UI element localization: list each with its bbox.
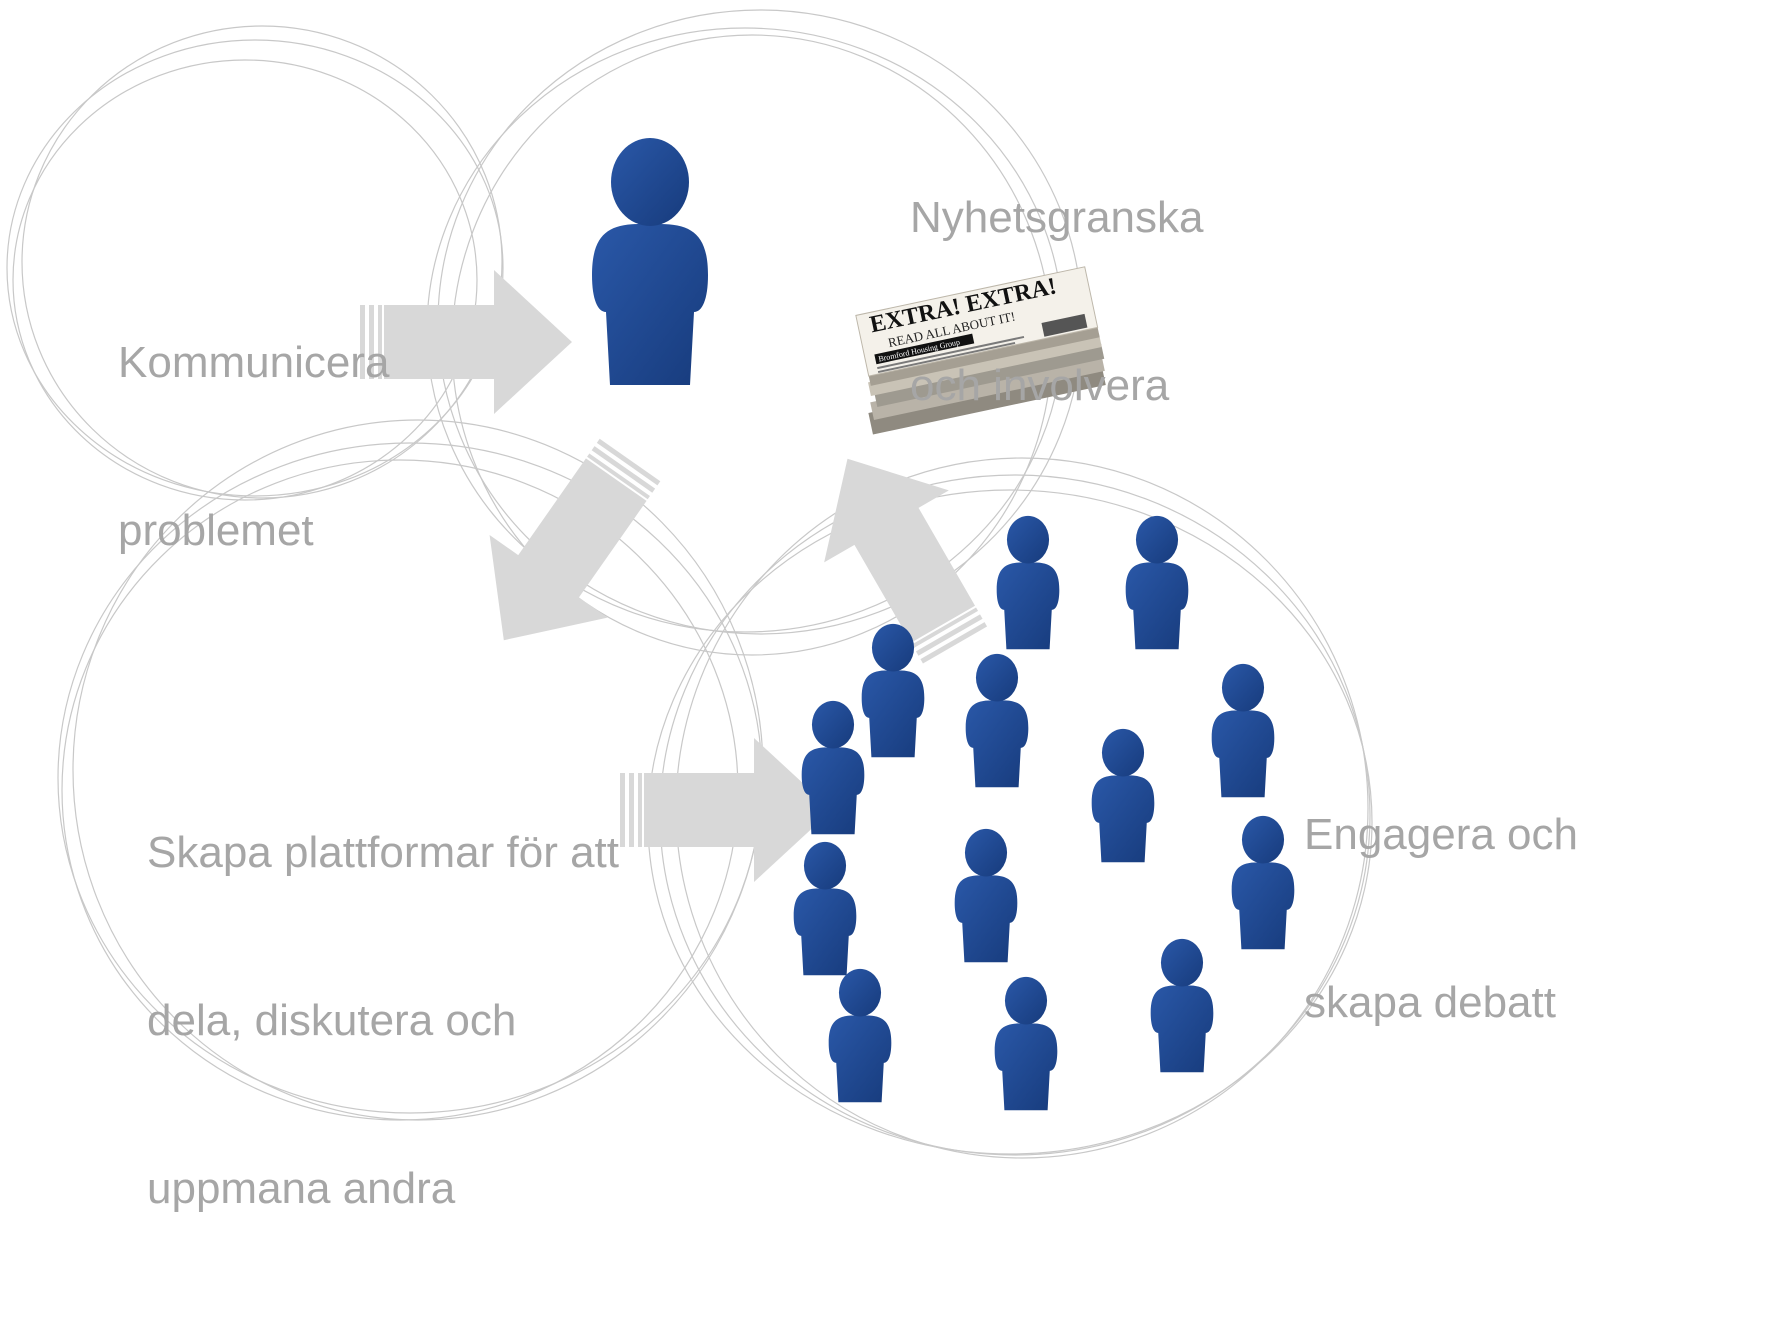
label-nyhetsgranska-line-1: Nyhetsgranska (910, 193, 1204, 242)
crowd-person-icon (965, 653, 1029, 788)
person-icon (592, 138, 708, 385)
crowd-person-icon (1150, 938, 1214, 1073)
crowd-person-icon (793, 841, 857, 976)
label-skapa: Skapa plattformar för att dela, diskuter… (147, 713, 619, 1326)
arrow-to-nyhetsgranska-up (824, 458, 988, 664)
arrow-to-nyhetsgranska (360, 270, 572, 414)
crowd-person-icon (1231, 815, 1295, 950)
crowd-person-icon (996, 515, 1060, 650)
crowd-person-icon (1091, 728, 1155, 863)
arrow-layer (360, 270, 988, 882)
crowd-person-icon (828, 968, 892, 1103)
people-layer (592, 138, 1295, 1111)
crowd-person-icon (954, 828, 1018, 963)
label-engagera: Engagera och skapa debatt (1304, 695, 1578, 1143)
label-skapa-line-1: Skapa plattformar för att (147, 828, 619, 877)
label-skapa-line-3: uppmana andra (147, 1164, 456, 1213)
arrow-to-engagera (620, 738, 832, 882)
arrow-to-skapa (489, 438, 661, 641)
label-nyhetsgranska-line-2: och involvera (910, 361, 1170, 410)
crowd-person-icon (861, 623, 925, 758)
label-kommunicera-line-1: Kommunicera (118, 338, 390, 387)
label-kommunicera: Kommunicera problemet (118, 223, 389, 671)
label-engagera-line-1: Engagera och (1304, 810, 1578, 859)
crowd-person-icon (1211, 663, 1275, 798)
label-engagera-line-2: skapa debatt (1304, 978, 1556, 1027)
circle-kommunicera (6, 25, 504, 501)
label-skapa-line-2: dela, diskutera och (147, 996, 517, 1045)
crowd-person-icon (994, 976, 1058, 1111)
label-nyhetsgranska: Nyhetsgranska och involvera (910, 78, 1203, 526)
crowd-person-icon (801, 700, 865, 835)
label-kommunicera-line-2: problemet (118, 506, 314, 555)
crowd-person-icon (1125, 515, 1189, 650)
